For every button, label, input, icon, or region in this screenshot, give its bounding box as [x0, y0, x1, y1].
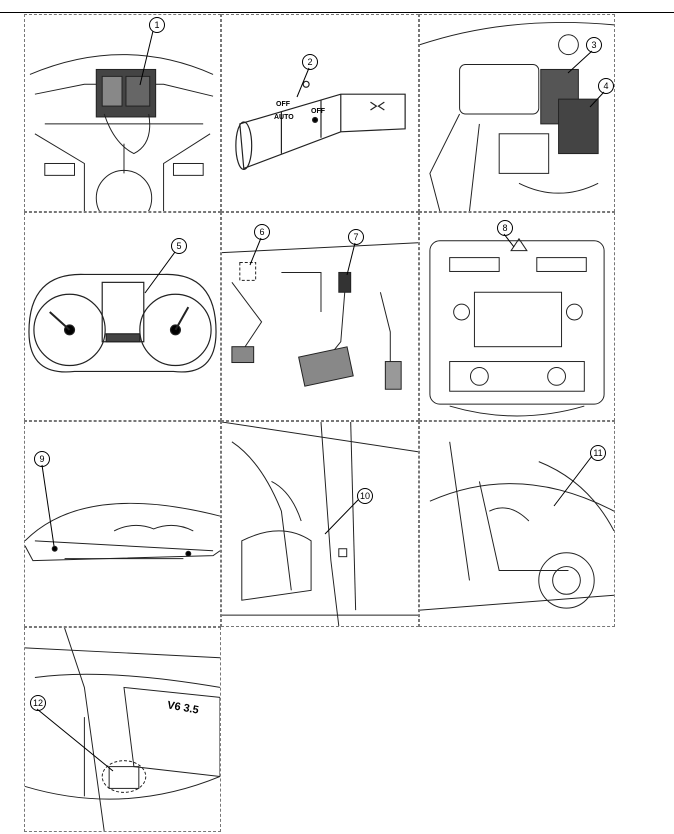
center-console-illustration [429, 237, 605, 417]
leaders-6-7 [249, 237, 356, 276]
panel-rear-door: 11 [419, 421, 615, 627]
leader-2 [296, 67, 310, 98]
leader-12 [36, 708, 114, 772]
panel-combination-meter: 5 [24, 212, 221, 421]
callout-6: 6 [254, 224, 270, 240]
leader-11 [553, 455, 593, 507]
ipdm-illustration [29, 54, 214, 211]
callout-5: 5 [171, 238, 187, 254]
callout-12: 12 [30, 695, 46, 711]
panel-ipdm: 1 [24, 14, 221, 212]
leader-5 [144, 251, 176, 294]
callout-10: 10 [357, 488, 373, 504]
engine-compartment-illustration [420, 21, 614, 211]
rear-door-illustration [420, 441, 614, 611]
callout-7: 7 [348, 229, 364, 245]
panel-hood: 9 [24, 421, 221, 627]
callout-4: 4 [598, 78, 614, 94]
front-door-illustration [222, 422, 418, 626]
panel-pedals: 6 7 [221, 212, 419, 421]
hood-illustration [25, 502, 220, 562]
pedals-illustration [222, 242, 418, 390]
callout-1: 1 [149, 17, 165, 33]
callout-3: 3 [586, 37, 602, 53]
top-rule [0, 12, 674, 13]
label-off-right: OFF [311, 108, 325, 115]
panel-engine-compartment: 3 4 [419, 14, 615, 212]
leader-9 [41, 464, 55, 547]
label-auto: AUTO [274, 114, 294, 121]
leaders-3-4 [567, 50, 605, 108]
switch-illustration [235, 80, 406, 171]
panel-center-console: 8 [419, 212, 615, 421]
leader-10 [324, 499, 359, 535]
label-off-top: OFF [276, 101, 290, 108]
panel-engine-front: V6 3.5 12 [24, 627, 221, 832]
callout-2: 2 [302, 54, 318, 70]
combination-meter-illustration [28, 273, 217, 373]
callout-11: 11 [590, 445, 606, 461]
leader-1 [139, 30, 154, 86]
panel-front-door: 10 [221, 421, 419, 627]
engine-front-illustration [25, 628, 220, 831]
leader-8 [503, 233, 515, 248]
panel-combination-switch: 2 OFF AUTO OFF [221, 14, 419, 212]
